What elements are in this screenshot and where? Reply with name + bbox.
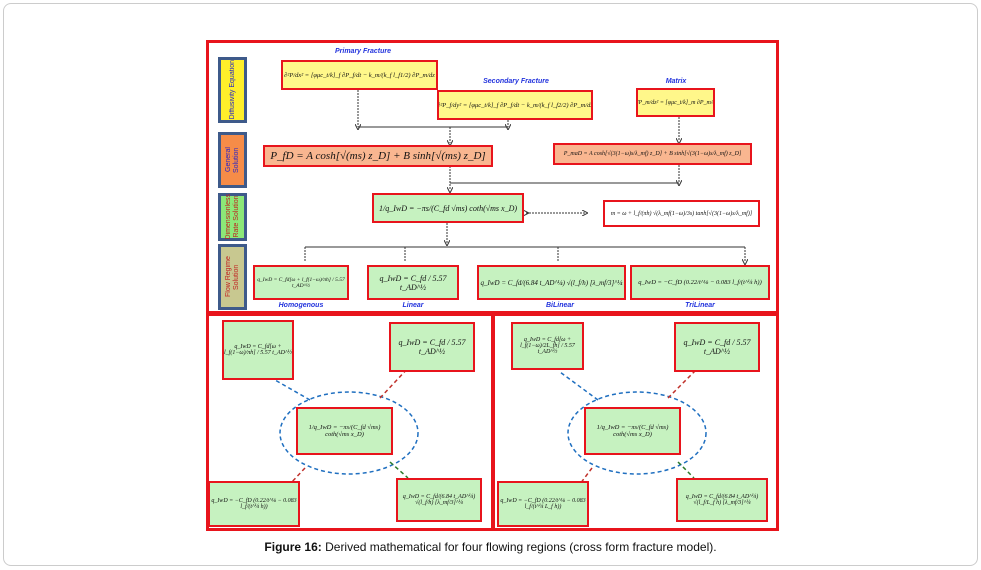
label-primary-fracture: Primary Fracture (334, 48, 392, 55)
left-homogenous-equation: q_IwD = C_fd[ω + l_f(1−ω)/πh] / 5.57 t_A… (222, 320, 294, 380)
eq-linear: q_IwD = C_fd / 5.57 t_AD^½ (367, 265, 459, 300)
eq-m-definition: m = ω + l_f/(πh) √(λ_mf(1−ω)/3s) tanh[√(… (603, 200, 760, 227)
right-homogenous-equation: q_IwD = C_fd[ω + l_f(1−ω)/2L_fh] / 5.57 … (511, 322, 584, 370)
caption-label: Figure 16: (264, 540, 322, 554)
bottom-right-panel (492, 313, 779, 531)
left-bilinear-equation: q_IwD = C_fd/(6.84 t_AD^¼) √(l_f/h) [λ_m… (396, 478, 482, 522)
eq-primary-fracture: ∂²P/dx² = [φμc_t/k]_f ∂P_f/dt − k_m/(k_f… (281, 60, 438, 90)
eq-matrix: ∂²P_m/dz² = [φμc_t/k]_m ∂P_m/dt (636, 88, 715, 117)
top-panel (206, 40, 779, 314)
row-label-general: General Solution (218, 132, 247, 188)
label-bilinear: BiLinear (545, 302, 574, 309)
label-linear: Linear (402, 302, 424, 309)
left-linear-equation: q_IwD = C_fd / 5.57 t_AD^½ (389, 322, 475, 372)
label-trilinear: TriLinear (685, 302, 715, 309)
right-center-equation: 1/q_IwD = −πs/(C_fd √ms) coth(√ms x_D) (584, 407, 681, 455)
row-label-diffusivity: Diffusivity Equation (218, 57, 247, 123)
eq-bilinear: q_IwD = C_fd/(6.84 t_AD^¼) √(l_f/h) [λ_m… (477, 265, 626, 300)
row-label-flow-regime: Flow Regime Solution (218, 244, 247, 310)
label-homogenous: Homogenous (278, 302, 324, 309)
eq-secondary-fracture: ∂²P_f/dy² = [φμc_t/k]_f ∂P_f/dt − k_m/(k… (437, 90, 593, 120)
row-label-dimensionless: Dimensionless Rate Solution (218, 193, 247, 241)
right-bilinear-equation: q_IwD = C_fd/(6.84 t_AD^¼) √(l_f/L_f h) … (676, 478, 768, 522)
right-linear-equation: q_IwD = C_fd / 5.57 t_AD^½ (674, 322, 760, 372)
eq-general-solution: P_fD = A cosh[√(ms) z_D] + B sinh[√(ms) … (263, 145, 493, 167)
left-trilinear-equation: q_IwD = −C_fD (0.22/t^⅛ − 0.083 l_f/(t^¼… (208, 481, 300, 527)
figure-caption: Figure 16: Derived mathematical for four… (0, 540, 981, 554)
eq-general-solution-matrix: P_maD = A cosh[√(3(1−ω)s/λ_mf) z_D] + B … (553, 143, 752, 165)
eq-dimensionless-rate: 1/q_IwD = −πs/(C_fd √ms) coth(√ms x_D) (372, 193, 524, 223)
eq-trilinear: q_IwD = −C_fD (0.22/t^⅛ − 0.083 l_f/(t^¼… (630, 265, 770, 300)
right-trilinear-equation: q_IwD = −C_fD (0.22/t^⅛ − 0.083 l_f/(t^¼… (497, 481, 589, 527)
figure-frame (3, 3, 978, 566)
left-center-equation: 1/q_IwD = −πs/(C_fd √ms) coth(√ms x_D) (296, 407, 393, 455)
label-matrix: Matrix (665, 78, 687, 85)
eq-homogenous: q_IwD = C_fd[ω + l_f(1−ω)/πh] / 5.57 t_A… (253, 265, 349, 300)
caption-text: Derived mathematical for four flowing re… (321, 540, 717, 554)
label-secondary-fracture: Secondary Fracture (483, 78, 549, 85)
